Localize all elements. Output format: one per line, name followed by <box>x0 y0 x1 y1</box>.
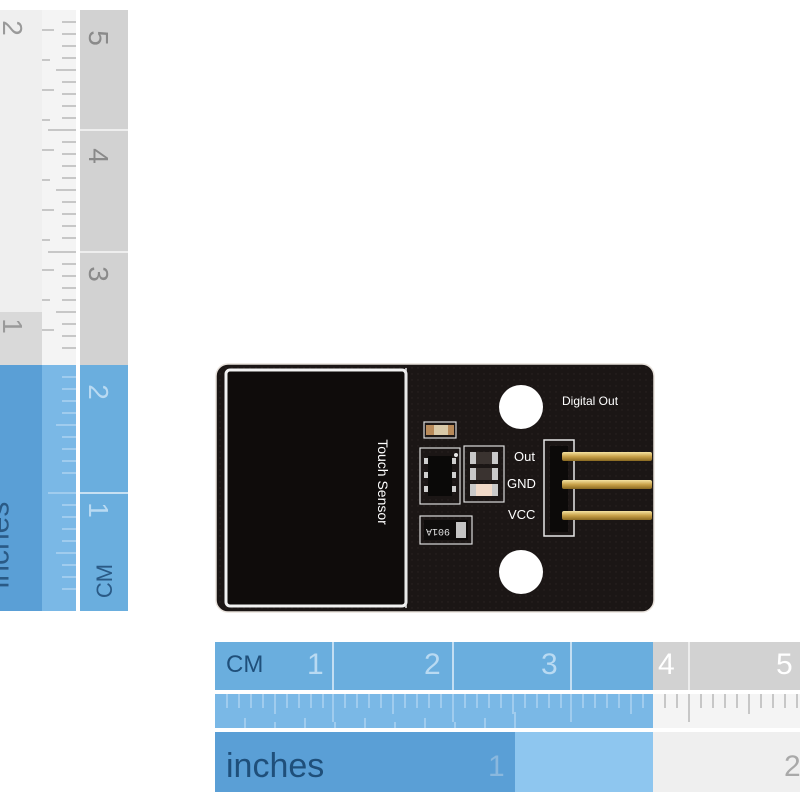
left-ruler-inch-1: 1 <box>0 318 28 334</box>
bottom-ruler-cm-1: 1 <box>307 648 324 681</box>
bottom-ruler-graphic <box>215 642 800 792</box>
bottom-ruler-cm-3: 3 <box>541 648 558 681</box>
pin-out-label: Out <box>514 449 535 464</box>
pcb-graphic <box>215 363 655 613</box>
pin-gnd-label: GND <box>507 476 536 491</box>
touch-pad-label: Touch Sensor <box>374 439 391 525</box>
bottom-ruler-inch-1: 1 <box>488 750 505 783</box>
left-ruler-graphic <box>0 10 128 611</box>
left-ruler-cm-1: 1 <box>82 502 114 518</box>
left-ruler-cm-label: CM <box>92 563 118 599</box>
bottom-ruler-cm-label: CM <box>226 651 264 678</box>
pin-vcc-label: VCC <box>508 507 536 522</box>
left-ruler-cm-3: 3 <box>82 266 114 282</box>
bottom-ruler-cm-2: 2 <box>424 648 441 681</box>
bottom-ruler-inches-label: inches <box>226 747 325 785</box>
digital-out-label: Digital Out <box>562 394 619 408</box>
left-ruler-cm-2: 2 <box>82 384 114 400</box>
left-ruler-inch-2: 2 <box>0 20 28 36</box>
left-ruler-inches-label: inches <box>0 501 16 589</box>
bottom-ruler-cm-4: 4 <box>658 648 675 681</box>
left-ruler-cm-4: 4 <box>82 148 114 164</box>
bottom-ruler-inch-2: 2 <box>784 750 800 783</box>
chip-marking: 901A <box>426 525 451 536</box>
left-ruler-cm-5: 5 <box>82 30 114 46</box>
bottom-ruler-cm-5: 5 <box>776 648 793 681</box>
